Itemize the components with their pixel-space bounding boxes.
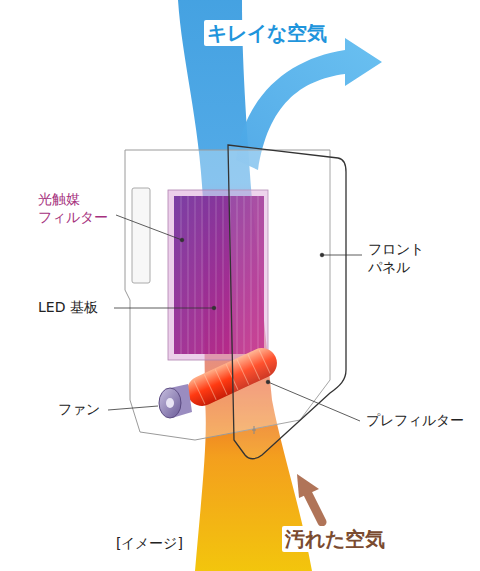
part-label: ファン [58, 400, 100, 418]
part-label: 光触媒 フィルター [38, 190, 116, 226]
dirty-air-arrowhead [297, 474, 319, 498]
note-label: [イメージ] [116, 534, 183, 552]
fan [159, 384, 192, 418]
flow-label: 汚れた空気 [282, 526, 388, 552]
leader-lines [108, 215, 362, 421]
panel-mark [252, 426, 256, 434]
dirty-air-arrow [308, 494, 322, 522]
part-label: LED 基板 [38, 298, 98, 316]
front-panel [228, 145, 346, 459]
part-label: プレフィルター [366, 411, 464, 429]
side-slot [132, 188, 150, 283]
part-label: フロント パネル [368, 240, 432, 276]
flow-label: キレイな空気 [204, 20, 330, 46]
